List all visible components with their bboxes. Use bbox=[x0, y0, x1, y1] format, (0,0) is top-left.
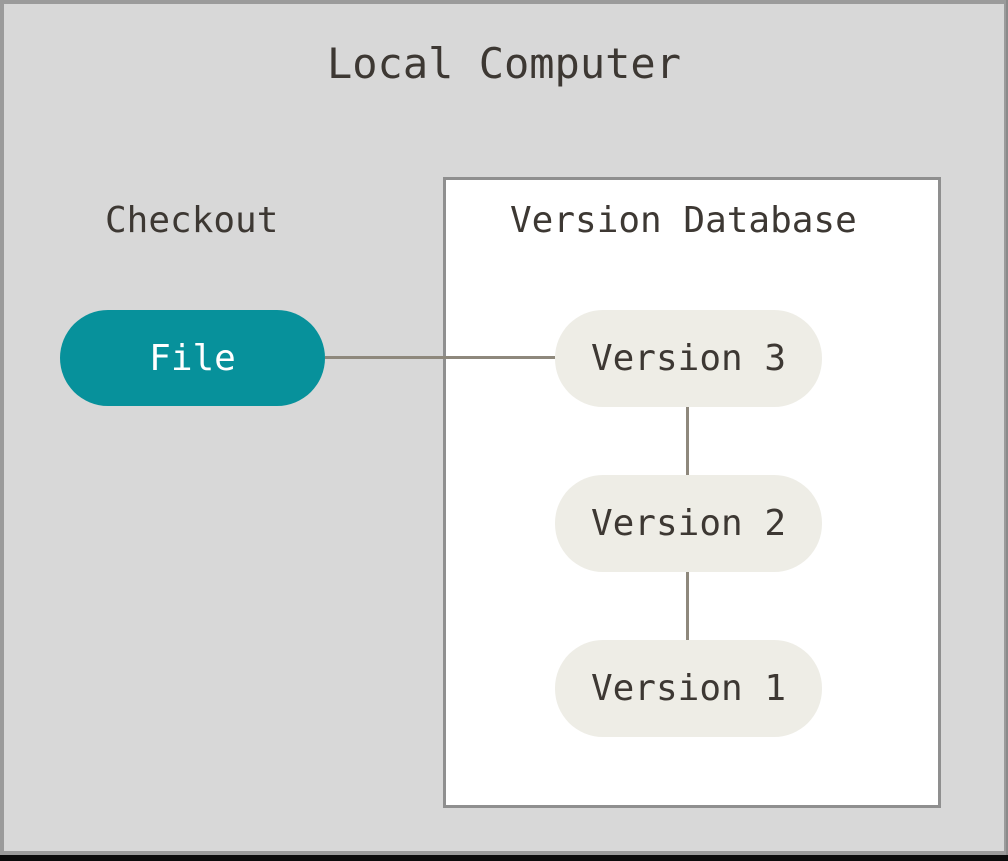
version-2-pill: Version 2 bbox=[555, 475, 822, 572]
version-2-label: Version 2 bbox=[590, 503, 787, 544]
file-pill: File bbox=[60, 310, 325, 406]
version-1-pill: Version 1 bbox=[555, 640, 822, 737]
window-bottom-bar bbox=[0, 855, 1008, 861]
version-3-label: Version 3 bbox=[590, 338, 787, 379]
window-right-edge bbox=[1006, 0, 1008, 855]
checkout-label: Checkout bbox=[105, 200, 279, 241]
version-1-label: Version 1 bbox=[590, 668, 787, 709]
connector-version3-to-version2 bbox=[686, 406, 689, 476]
connector-version2-to-version1 bbox=[686, 571, 689, 641]
connector-file-to-version3 bbox=[325, 356, 555, 359]
version-database-title: Version Database bbox=[510, 200, 857, 241]
file-pill-label: File bbox=[149, 337, 236, 379]
version-3-pill: Version 3 bbox=[555, 310, 822, 407]
local-computer-title: Local Computer bbox=[326, 39, 681, 88]
